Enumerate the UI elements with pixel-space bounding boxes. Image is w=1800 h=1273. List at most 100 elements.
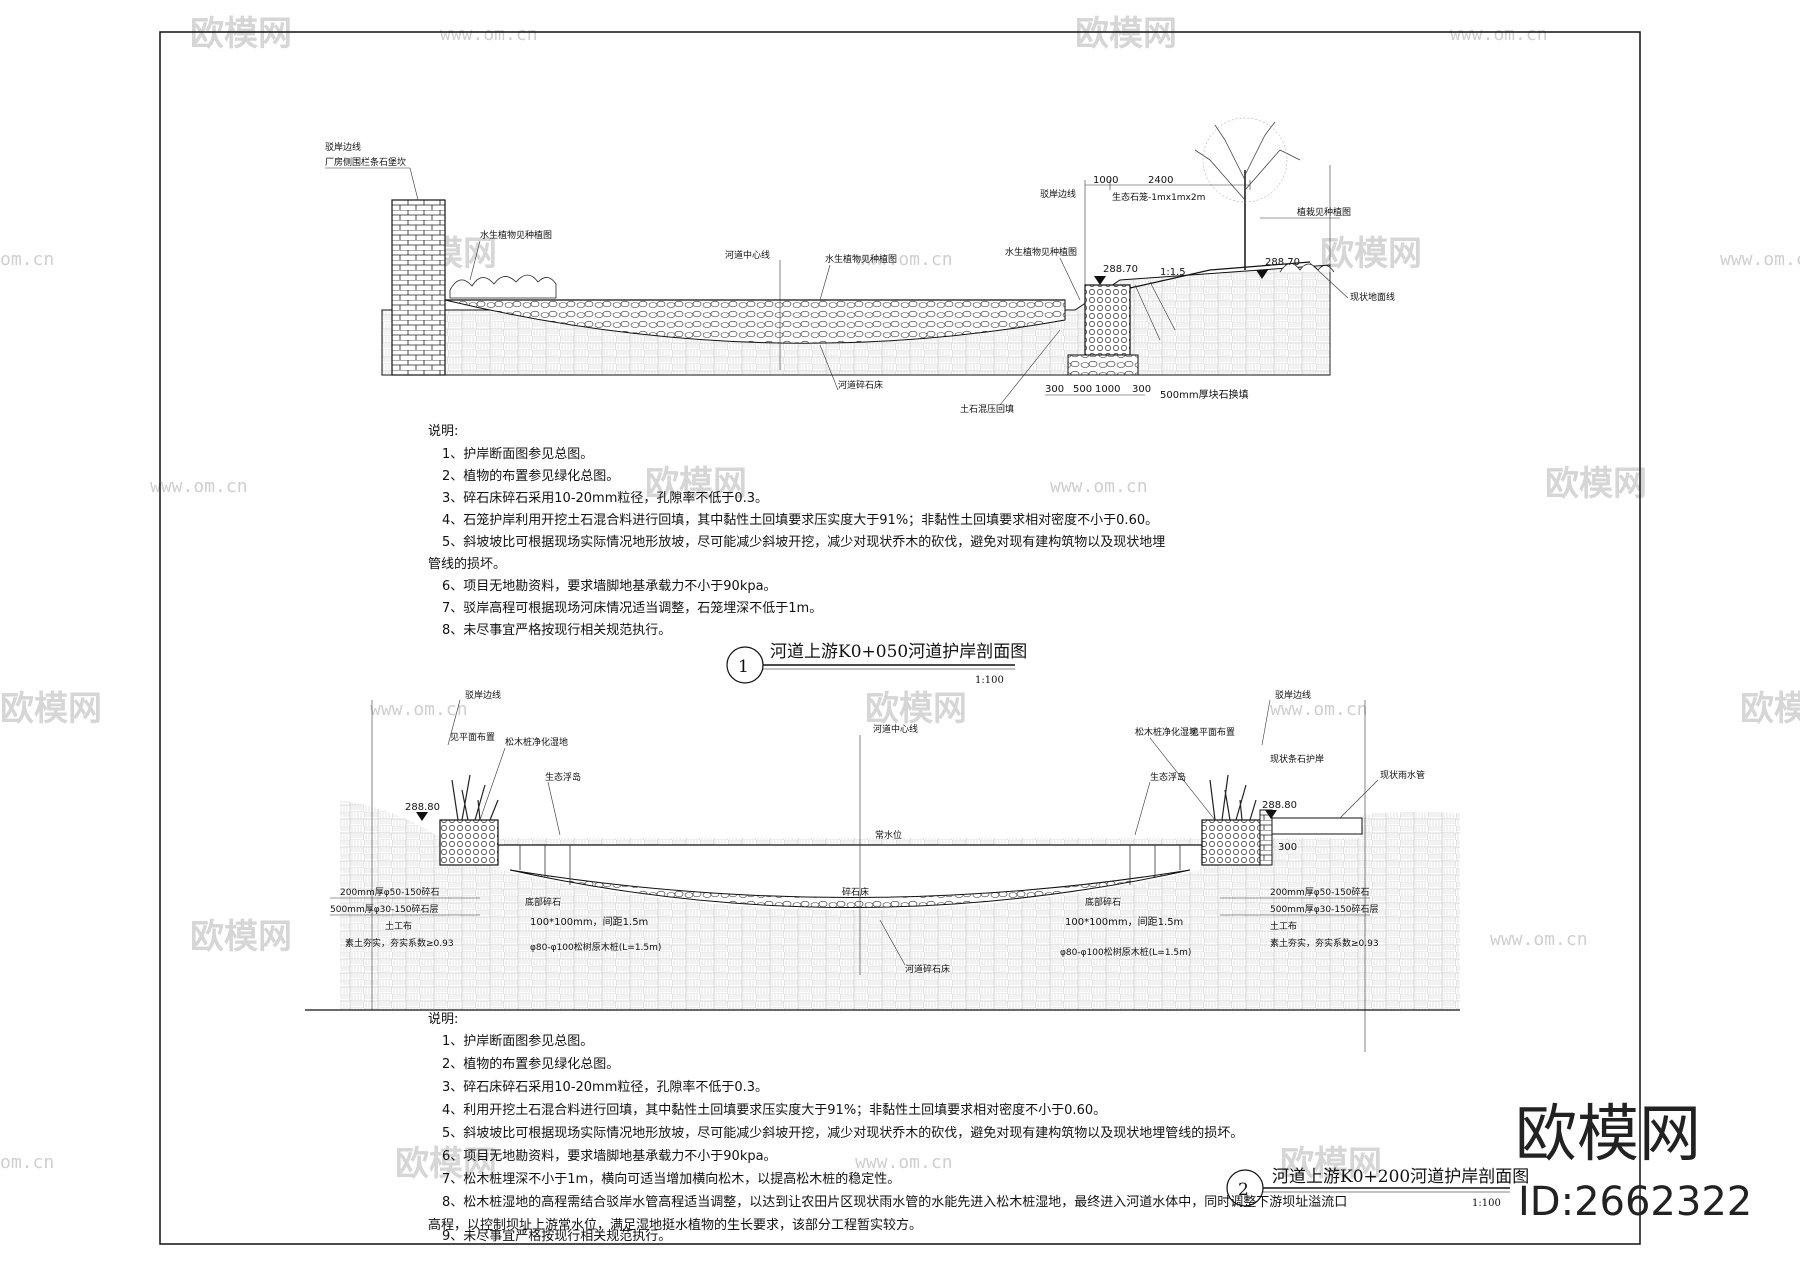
layer-right: 200mm厚φ50-150碎石 [1270,886,1370,898]
label-trees: 植栽见种植图 [1297,206,1351,218]
layer-right: 土工布 [1270,920,1297,932]
label2-river-center: 河道中心线 [873,723,918,735]
label-block-base: 500mm厚块石换填 [1160,388,1249,401]
notes-2-line: 7、松木桩埋深不小于1m，横向可适当增加横向松木，以提高松木桩的稳定性。 [442,1171,900,1187]
label2-existing-revetment: 现状条石护岸 [1270,753,1324,765]
svg-text:欧模网: 欧模网 [865,689,967,729]
svg-text:www.om.cn: www.om.cn [370,699,468,720]
sheet-border [159,31,1641,1245]
svg-text:欧模网: 欧模网 [645,464,747,504]
svg-text:欧模网: 欧模网 [0,689,102,729]
label2-planting-right: 见平面布置 [1190,726,1235,738]
label2-pile-right: 100*100mm，间距1.5m [1065,915,1183,928]
pile-markers [519,845,1181,885]
section-2-scale: 1:100 [1472,1198,1501,1209]
layer-right: 素土夯实，夯实系数≥0.93 [1270,937,1379,949]
layer-left: 500mm厚φ30-150碎石层 [330,903,439,915]
wetland-left [439,819,499,866]
label2-deep-left: 底部碎石 [525,896,561,908]
notes-1-heading: 说明: [428,424,458,439]
wetland-right [1201,819,1261,866]
label-existing-ground: 现状地面线 [1350,291,1395,303]
notes-2-line: 3、碎石床碎石采用10-20mm粒径，孔隙率不低于0.3。 [442,1079,768,1095]
section-1-notes: 说明: 1、护岸断面图参见总图。 2、植物的布置参见绿化总图。 3、碎石床碎石采… [428,424,1165,638]
notes-2-line: 4、利用开挖土石混合料进行回填，其中黏性土回填要求压实度大于91%；非黏性土回填… [442,1102,1106,1118]
section-2-number: 2 [1238,1180,1249,1200]
notes-2-line: 8、松木桩湿地的高程需结合驳岸水管高程适当调整，以达到让农田片区现状雨水管的水能… [442,1194,1347,1210]
notes-2-line: 2、植物的布置参见绿化总图。 [442,1056,619,1072]
svg-text:欧模网: 欧模网 [1740,689,1800,729]
svg-text:www.om.cn: www.om.cn [1490,929,1588,950]
label-aquatic-plants-right: 水生植物见种植图 [1005,246,1077,258]
label-factory-wall: 厂房侧围栏条石堡坎 [325,156,406,168]
section-1-labels: 驳岸边线 厂房侧围栏条石堡坎 水生植物见种植图 河道中心线 水生植物见种植图 水… [325,141,1395,415]
layer-left: 素土夯实，夯实系数≥0.93 [345,937,454,949]
section-1-plants-right [1279,263,1335,273]
notes-2-heading: 说明: [428,1012,458,1027]
section-1-drawing [381,117,1335,396]
section-1-number: 1 [738,657,749,677]
layer-left: 200mm厚φ50-150碎石 [340,886,440,898]
layer-left: 土工布 [385,920,412,932]
dim-top-1000: 1000 [1093,175,1118,186]
svg-text:欧模网: 欧模网 [395,1144,497,1184]
label2-pile-spec-left: φ80-φ100松树原木桩(L=1.5m) [530,941,661,953]
svg-text:www.om.cn: www.om.cn [1450,24,1548,45]
elev-label-2: 288.70 [1265,257,1300,268]
reeds-left [451,774,499,821]
svg-text:www.om.cn: www.om.cn [1270,699,1368,720]
label2-existing-pipe: 现状雨水管 [1380,769,1425,781]
notes-1-line: 8、未尽事宜严格按现行相关规范执行。 [442,622,671,638]
label-bank-line-right: 驳岸边线 [1040,188,1076,200]
notes-1-line: 1、护岸断面图参见总图。 [442,446,593,462]
label2-pile-left: 100*100mm，间距1.5m [530,915,648,928]
svg-text:欧模网: 欧模网 [1320,234,1422,274]
label2-gravel-bed: 河道碎石床 [905,963,950,975]
notes-1-line: 5、斜坡坡比可根据现场实际情况地形放坡，尽可能减少斜坡开挖，减少对现状乔木的砍伐… [442,534,1165,550]
label2-wetland-right: 松木桩净化湿地 [1135,726,1198,738]
elev-marker-1 [1094,276,1106,285]
label2-elev-right: 288.80 [1262,800,1297,811]
gabion-cage [1084,284,1131,356]
layer-right: 500mm厚φ30-150碎石层 [1270,903,1379,915]
section-2-labels: 驳岸边线 见平面布置 松木桩净化湿地 生态浮岛 河道中心线 常水位 松木桩净化湿… [330,689,1425,975]
label-bank-line-left: 驳岸边线 [325,141,361,153]
notes-1-line: 4、石笼护岸利用开挖土石混合料进行回填，其中黏性土回填要求压实度大于91%；非黏… [442,512,1158,528]
section-2-title-block: 2 河道上游K0+200河道护岸剖面图 1:100 [1226,1167,1529,1209]
existing-revetment [1259,809,1273,866]
elev-label-1: 288.70 [1103,264,1138,275]
label2-bank-line-left: 驳岸边线 [465,689,501,701]
label2-water-level: 常水位 [875,829,902,841]
existing-pipe [1271,817,1363,835]
section-1-gravel-bed [444,299,1066,344]
svg-text:www.om.cn: www.om.cn [1050,476,1148,497]
section-1-title: 河道上游K0+050河道护岸剖面图 [770,642,1027,662]
svg-text:om.cn: om.cn [0,249,54,270]
notes-2-line: 高程，以控制坝址上游常水位，满足湿地挺水植物的生长要求，该部分工程暂实较方。 [428,1217,922,1233]
stamp-id: ID:2662322 [1518,1179,1752,1225]
label2-float-right: 生态浮岛 [1150,771,1186,783]
svg-text:欧模网: 欧模网 [1280,1144,1382,1184]
notes-1-line: 2、植物的布置参见绿化总图。 [442,468,619,484]
label-aquatic-plants-left: 水生植物见种植图 [480,229,552,241]
label2-gravel-bed-mid: 碎石床 [842,886,869,898]
svg-text:欧模网: 欧模网 [190,917,292,957]
svg-text:www.om.cn: www.om.cn [855,249,953,270]
label-backfill: 土石混压回填 [960,403,1014,415]
reeds-right [1209,774,1257,821]
label2-deep-right: 底部碎石 [1085,896,1121,908]
notes-2-line: 9、未尽事宜严格按现行相关规范执行。 [442,1228,671,1244]
dim-bottom-300a: 300 [1045,384,1064,395]
label2-float-left: 生态浮岛 [545,771,581,783]
section-2-notes: 说明: 1、护岸断面图参见总图。 2、植物的布置参见绿化总图。 3、碎石床碎石采… [428,1012,1347,1244]
notes-2-line: 5、斜坡坡比可根据现场实际情况地形放坡，尽可能减少斜坡开挖，减少对现状乔木的砍伐… [442,1125,1243,1141]
svg-text:欧模网: 欧模网 [1075,14,1177,54]
svg-text:om.cn: om.cn [0,1152,54,1173]
label-gabion: 生态石笼-1mx1mx2m [1112,191,1205,203]
svg-text:www.om.cn: www.om.cn [150,476,248,497]
label2-dim-300: 300 [1278,842,1297,853]
notes-1-line: 6、项目无地勘资料，要求墙脚地基承载力不小于90kpa。 [442,578,777,594]
svg-text:www.om.cn: www.om.cn [1720,249,1800,270]
elev-marker-right [1265,810,1277,819]
